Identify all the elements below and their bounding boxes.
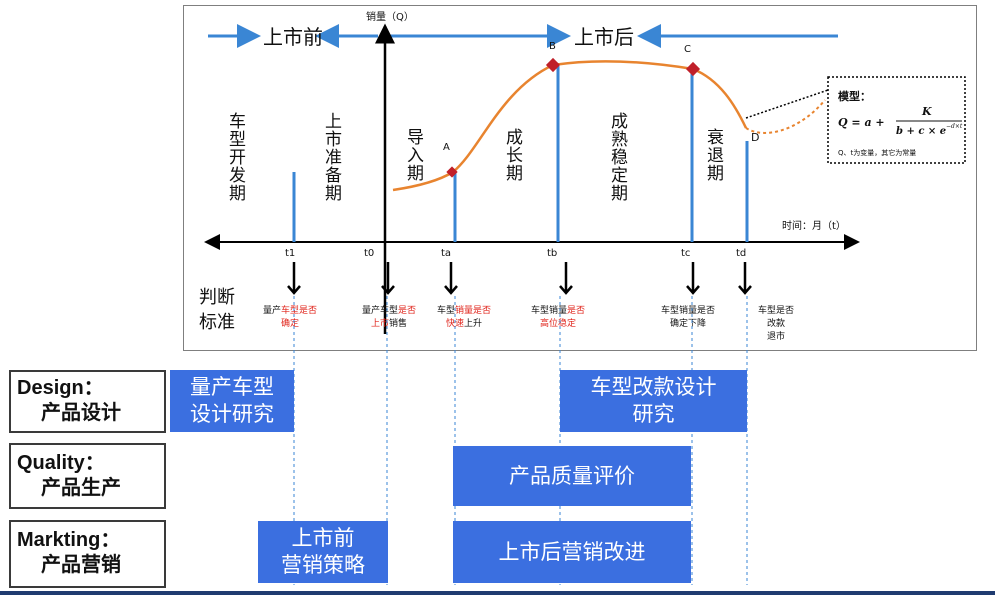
point-b-marker — [545, 57, 561, 73]
box-quality-evaluation: 产品质量评价 — [453, 446, 691, 506]
criterion-tc: 车型销量是否 — [661, 304, 715, 316]
point-a-marker — [446, 166, 458, 178]
model-box — [827, 76, 966, 164]
box-design-research: 量产车型 设计研究 — [170, 370, 294, 432]
criteria-label-2: 标准 — [199, 312, 235, 333]
model-title: 模型： — [838, 89, 871, 103]
phase-launch-prep: 上市准备期 — [321, 112, 342, 202]
point-c-marker — [685, 61, 701, 77]
criterion-tb: 车型销量是否 — [531, 304, 585, 316]
x-axis-label: 时间：月（t） — [782, 219, 846, 232]
tick-tb: tb — [547, 248, 557, 259]
phase-growth: 成长期 — [502, 128, 523, 182]
row-label-design: Design： 产品设计 — [9, 370, 166, 433]
y-axis-label: 销量（Q） — [366, 10, 414, 23]
point-b-label: B — [549, 41, 556, 52]
row-label-marketing: Markting： 产品营销 — [9, 520, 166, 588]
row-marketing-subtitle: 产品营销 — [41, 554, 121, 576]
row-label-quality: Quality： 产品生产 — [9, 443, 166, 509]
criterion-td-line3: 退市 — [767, 330, 785, 342]
point-a-label: A — [443, 142, 450, 153]
phase-introduction: 导入期 — [403, 128, 424, 182]
box-redesign: 车型改款设计 研究 — [560, 370, 747, 432]
point-d-label: D — [751, 131, 759, 144]
model-connector — [745, 89, 829, 119]
model-formula-lhs: Q = a + — [838, 116, 885, 129]
row-quality-subtitle: 产品生产 — [41, 477, 121, 499]
phase-development: 车型开发期 — [225, 112, 246, 202]
phase-decline: 衰退期 — [703, 128, 724, 182]
criteria-arrows — [287, 262, 752, 295]
bottom-rule — [0, 591, 995, 595]
model-numerator: K — [921, 105, 932, 118]
pre-launch-label: 上市前 — [263, 25, 323, 49]
box-postmarketing: 上市后营销改进 — [453, 521, 691, 583]
tick-tc: tc — [681, 248, 690, 259]
sales-curve-extension — [745, 99, 826, 134]
criterion-t0-line2: 上市销售 — [371, 317, 407, 329]
tick-ta: ta — [441, 248, 451, 259]
criterion-tb-line2: 高位稳定 — [540, 317, 576, 329]
criterion-t1: 量产车型是否 — [263, 304, 317, 316]
criterion-td-line2: 改款 — [767, 317, 785, 329]
post-launch-label: 上市后 — [574, 25, 634, 49]
criterion-td: 车型是否 — [758, 304, 794, 316]
row-design-subtitle: 产品设计 — [41, 402, 121, 424]
criterion-t1-line2: 确定 — [281, 317, 299, 329]
criterion-t0: 量产车型是否 — [362, 304, 416, 316]
phase-maturity: 成熟稳定期 — [607, 112, 628, 202]
model-note: Q、t为变量，其它为常量 — [838, 148, 916, 157]
row-design-title: Design： — [17, 377, 104, 399]
tick-t1: t1 — [285, 248, 295, 259]
model-denominator: b + c × e — [896, 126, 946, 137]
row-quality-title: Quality： — [17, 452, 105, 474]
criteria-label-1: 判断 — [199, 287, 235, 308]
criterion-tc-line2: 确定下降 — [670, 317, 706, 329]
row-marketing-title: Markting： — [17, 529, 121, 551]
tick-td: td — [736, 248, 746, 259]
tick-t0: t0 — [364, 248, 374, 259]
box-premarketing: 上市前 营销策略 — [258, 521, 388, 583]
point-c-label: C — [684, 44, 691, 55]
criterion-ta: 车型销量是否 — [437, 304, 491, 316]
criterion-ta-line2: 快速上升 — [446, 317, 482, 329]
model-exponent: −d×t — [946, 123, 963, 130]
